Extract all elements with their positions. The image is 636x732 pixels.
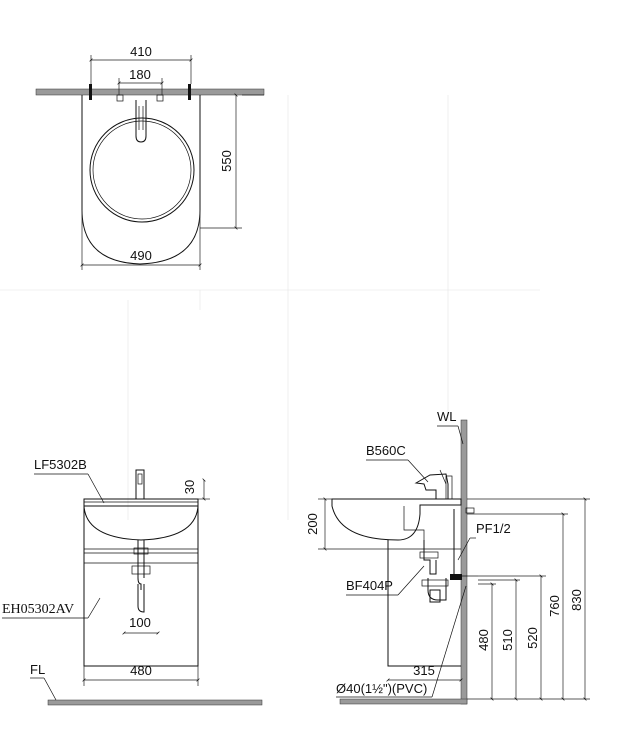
faucet-side	[414, 473, 449, 500]
drain-side	[423, 540, 447, 601]
faucet-front	[135, 469, 145, 500]
side-view: 315 200 480 510 520 760 830 WL B560C PF1…	[305, 409, 590, 705]
pipe-label: Ø40(1½")(PVC)	[336, 681, 427, 696]
top-wall	[35, 88, 265, 96]
wall-label: WL	[437, 409, 457, 424]
faucet-model-label: B560C	[366, 443, 406, 458]
side-wall	[460, 419, 468, 705]
basin-bowl-front	[83, 505, 199, 541]
dim-550: 550	[219, 150, 234, 172]
basin-side	[331, 498, 462, 541]
side-dim-510: 510	[500, 629, 515, 651]
drain-trap-front	[137, 540, 145, 590]
front-view: 30 100 480 LF5302B EH05302AV FL	[2, 457, 263, 706]
drain-model-label: BF404P	[346, 578, 393, 593]
dim-410: 410	[130, 44, 152, 59]
side-floor	[339, 698, 468, 705]
top-view: 410 180 550 490	[35, 44, 265, 270]
dim-100: 100	[129, 615, 151, 630]
cabinet-model-label: EH05302AV	[2, 602, 74, 617]
cabinet-side	[387, 540, 461, 667]
side-dim-480: 480	[476, 629, 491, 651]
dim-180: 180	[129, 67, 151, 82]
dim-200: 200	[305, 513, 320, 535]
left-bracket	[89, 84, 92, 100]
side-dim-760: 760	[547, 595, 562, 617]
background-guides	[0, 95, 540, 520]
basin-top-outline	[81, 95, 201, 265]
side-dim-830: 830	[569, 589, 584, 611]
bowl-circle	[89, 117, 195, 223]
floor-label: FL	[30, 662, 45, 677]
basin-rim	[83, 498, 199, 507]
dim-490: 490	[130, 248, 152, 263]
supply-label: PF1/2	[476, 521, 511, 536]
dim-30: 30	[182, 480, 197, 494]
cabinet-body	[83, 505, 199, 667]
basin-model-label: LF5302B	[34, 457, 87, 472]
side-dim-315: 315	[413, 663, 435, 678]
front-floor	[47, 699, 263, 706]
side-dim-520: 520	[525, 627, 540, 649]
front-dim-480: 480	[130, 663, 152, 678]
right-bracket	[188, 84, 191, 100]
faucet-top	[135, 100, 147, 143]
